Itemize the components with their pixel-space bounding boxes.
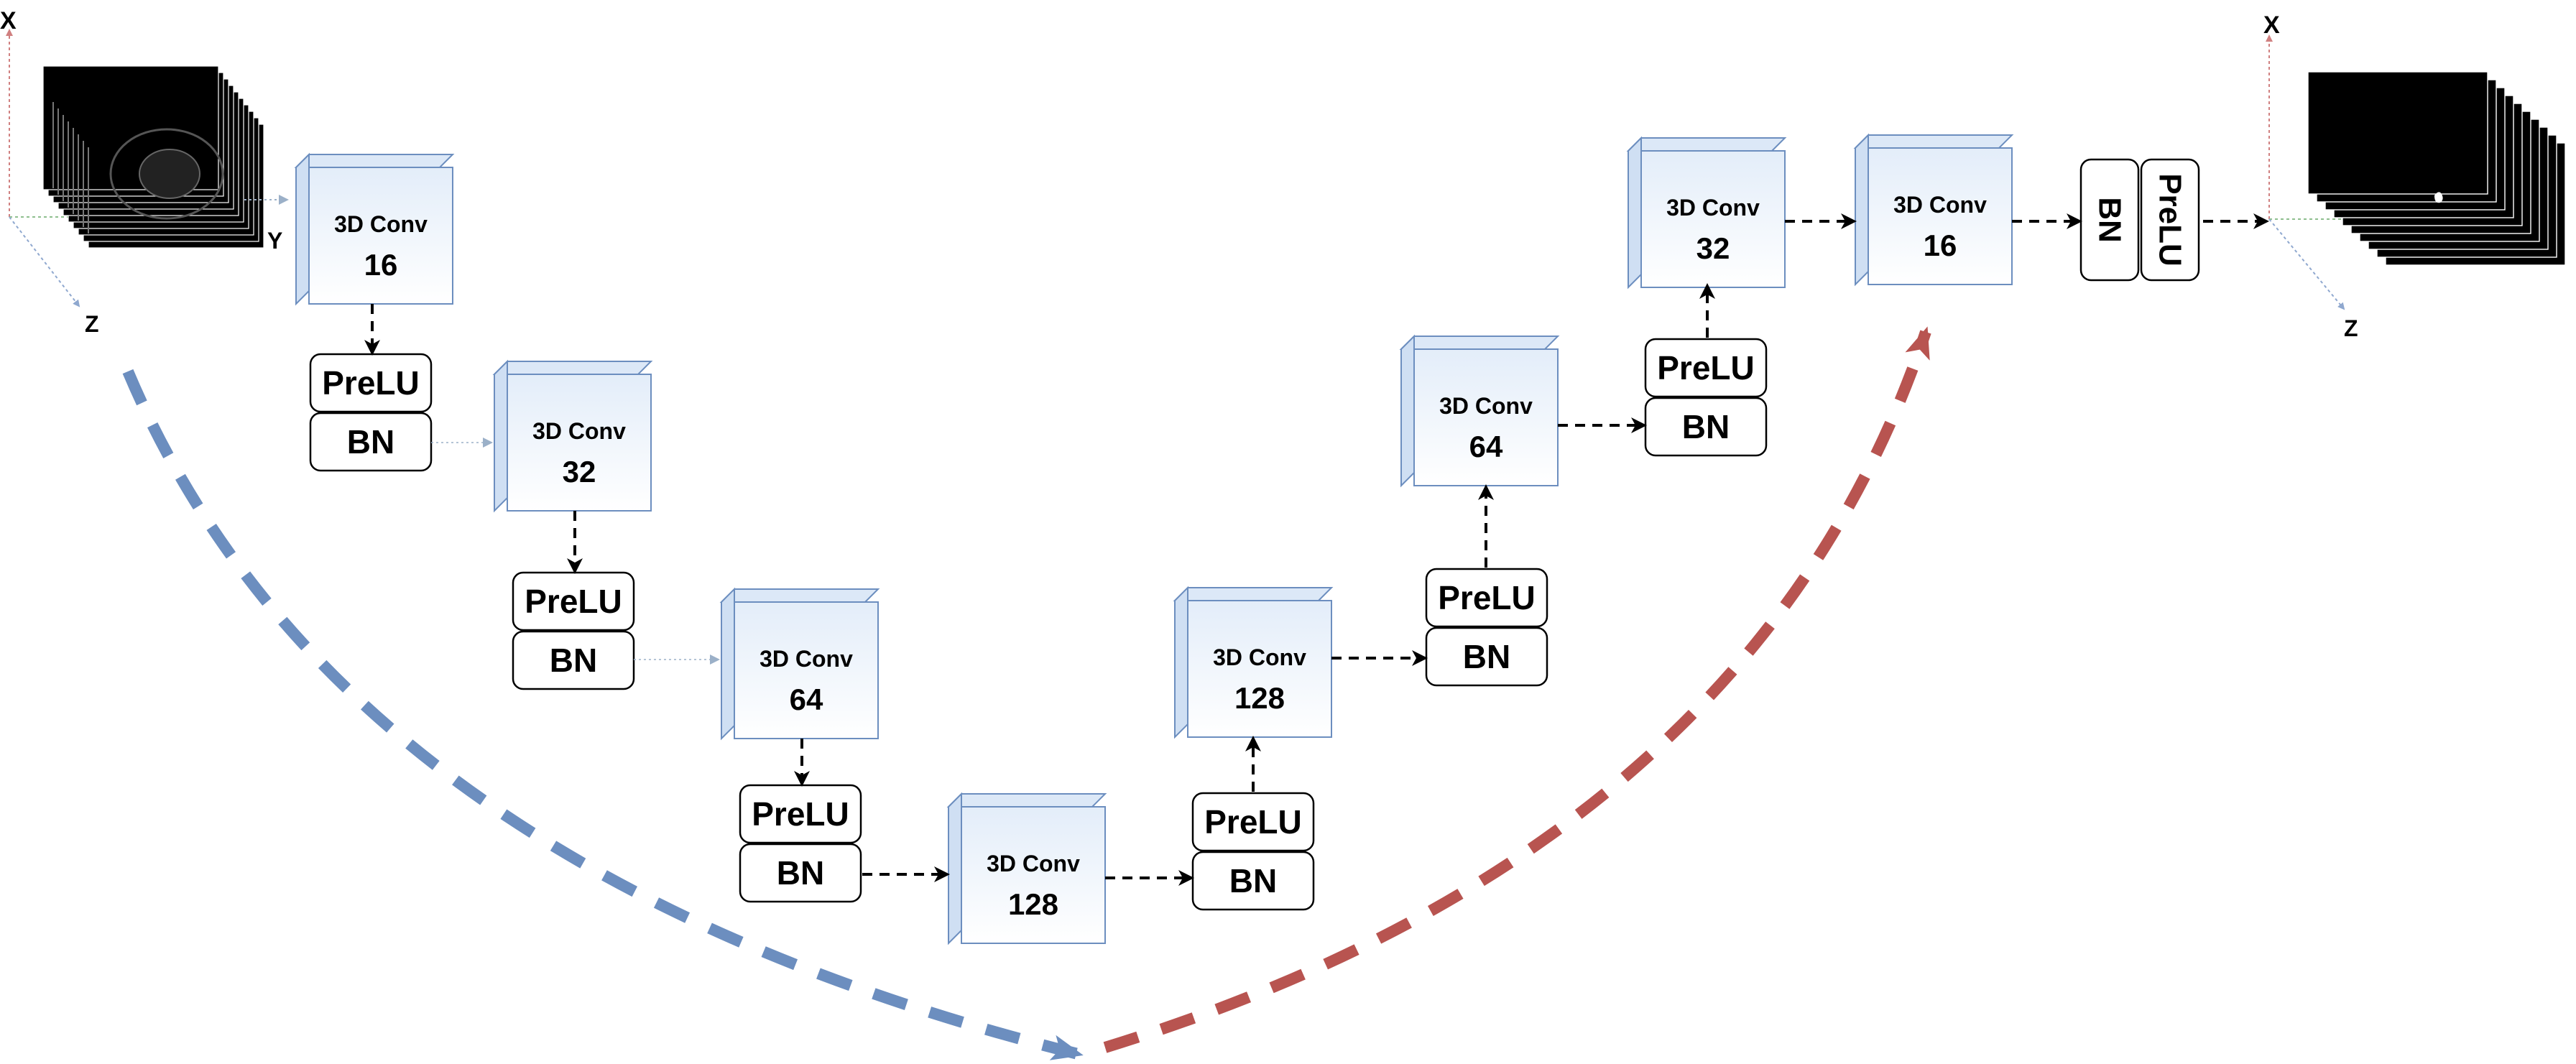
final-norm-block: BN PreLU: [2079, 158, 2200, 282]
bn-label: BN: [1682, 408, 1730, 445]
bn-label: BN: [1229, 862, 1277, 899]
conv-block-dec1: 3D Conv 128: [1173, 586, 1334, 739]
input-axis-y-label: Y: [267, 228, 282, 254]
bn-label: BN: [777, 854, 824, 892]
output-mask-volume: [2307, 71, 2566, 266]
prelu-label: PreLU: [1438, 579, 1535, 616]
conv-block-dec4: 3D Conv 16: [1853, 133, 2014, 287]
conv-title: 3D Conv: [1213, 644, 1306, 670]
norm-block-enc2: PreLU BN: [512, 571, 635, 690]
bn-label: BN: [1463, 638, 1510, 675]
conv-channels: 128: [1234, 681, 1285, 715]
decoder-path-arrow: [1103, 326, 1931, 1053]
prelu-label: PreLU: [525, 583, 622, 620]
conv-title: 3D Conv: [1893, 192, 1987, 218]
prelu-label: PreLU: [752, 795, 849, 833]
input-axis-x-label: X: [0, 7, 17, 34]
conv-title: 3D Conv: [1439, 393, 1533, 419]
conv-title: 3D Conv: [1666, 195, 1760, 221]
conv-block-bottleneck: 3D Conv 128: [946, 792, 1107, 945]
conv-title: 3D Conv: [532, 418, 626, 444]
conv-title: 3D Conv: [987, 851, 1080, 876]
output-axis-x-label: X: [2263, 11, 2280, 39]
conv-block-enc3: 3D Conv 64: [719, 587, 880, 741]
conv-channels: 32: [563, 455, 596, 489]
conv-title: 3D Conv: [334, 211, 428, 237]
conv-block-dec3: 3D Conv 32: [1626, 136, 1787, 290]
output-axis-z-label: Z: [2344, 315, 2358, 341]
bn-label: BN: [550, 642, 597, 679]
final-prelu-label: PreLU: [2153, 173, 2188, 267]
prelu-label: PreLU: [322, 364, 419, 402]
norm-block-up1: PreLU BN: [1191, 792, 1315, 911]
conv-block-enc1: 3D Conv 16: [294, 152, 455, 306]
prelu-label: PreLU: [1204, 803, 1301, 841]
norm-block-up3: PreLU BN: [1644, 338, 1768, 457]
conv-channels: 16: [1924, 228, 1957, 262]
input-axes: X Y Z: [0, 7, 282, 337]
input-axis-z-label: Z: [85, 311, 99, 337]
conv-channels: 64: [790, 683, 823, 716]
norm-block-enc3: PreLU BN: [739, 784, 862, 903]
conv-channels: 128: [1008, 887, 1058, 921]
conv-block-enc2: 3D Conv 32: [492, 359, 653, 513]
bn-label: BN: [347, 423, 394, 461]
norm-block-enc1: PreLU BN: [309, 353, 433, 472]
conv-channels: 32: [1696, 231, 1730, 265]
conv-block-dec2: 3D Conv 64: [1399, 334, 1560, 488]
conv-title: 3D Conv: [760, 646, 853, 672]
connectors: [364, 213, 2269, 886]
conv-channels: 16: [364, 248, 398, 282]
norm-block-up2: PreLU BN: [1425, 568, 1548, 687]
prelu-label: PreLU: [1657, 349, 1754, 387]
conv-channels: 64: [1469, 430, 1503, 463]
final-bn-label: BN: [2092, 197, 2128, 243]
encoder-path-arrow: [122, 369, 1084, 1060]
input-mri-volume: [42, 65, 264, 249]
